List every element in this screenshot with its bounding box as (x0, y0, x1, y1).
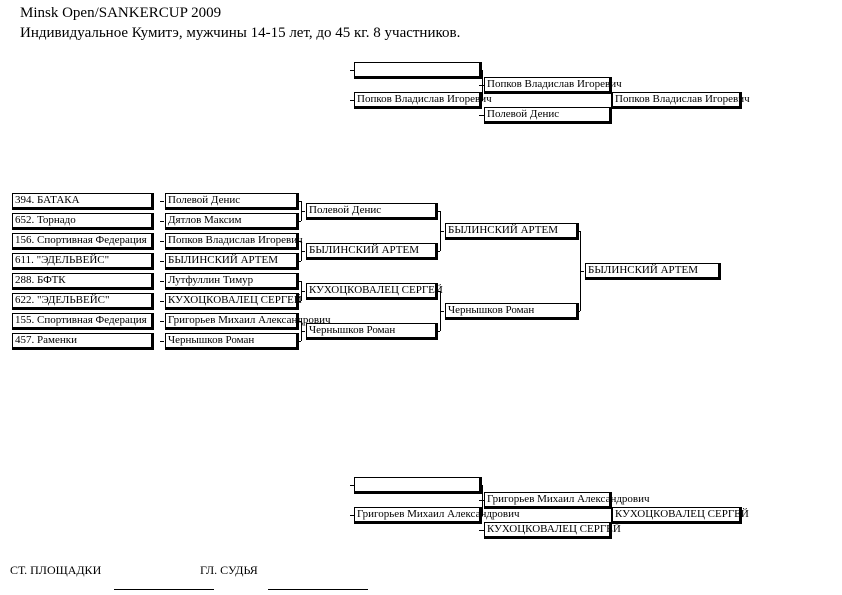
round1-competitor-6: КУХОЦКОВАЛЕЦ СЕРГЕЙ (165, 293, 302, 310)
quarterfinal-1: Полевой Денис (306, 203, 438, 220)
site-chief-label: СТ. ПЛОЩАДКИ (10, 563, 102, 577)
head-judge-signature-line (268, 589, 368, 590)
repechage-top-empty-slot (354, 62, 482, 79)
round1-competitor-2: Дятлов Максим (165, 213, 299, 230)
repechage-bottom-match-a: Григорьев Михаил Александрович (484, 492, 650, 509)
repechage-top-match-b: Полевой Денис (484, 107, 612, 124)
round1-competitor-4: БЫЛИНСКИЙ АРТЕМ (165, 253, 299, 270)
page-subtitle: Индивидуальное Кумитэ, мужчины 14-15 лет… (20, 25, 461, 41)
club-6: 622. "ЭДЕЛЬВЕЙС" (12, 293, 154, 310)
club-1: 394. БАТАКА (12, 193, 154, 210)
club-8: 457. Раменки (12, 333, 154, 350)
club-7: 155. Спортивная Федерация (12, 313, 154, 330)
semifinal-2: Чернышков Роман (445, 303, 579, 320)
repechage-bottom-empty-slot (354, 477, 482, 494)
round1-competitor-7: Григорьев Михаил Александрович (165, 313, 331, 330)
club-5: 288. БФТК (12, 273, 154, 290)
final-winner: БЫЛИНСКИЙ АРТЕМ (585, 263, 721, 280)
round1-competitor-3: Попков Владислав Игоревич (165, 233, 303, 250)
repechage-bottom-winner: КУХОЦКОВАЛЕЦ СЕРГЕЙ (612, 507, 749, 524)
round1-competitor-8: Чернышков Роман (165, 333, 299, 350)
repechage-bottom-entrant: Григорьев Михаил Александрович (354, 507, 520, 524)
round1-competitor-1: Полевой Денис (165, 193, 299, 210)
repechage-bottom-match-b: КУХОЦКОВАЛЕЦ СЕРГЕЙ (484, 522, 621, 539)
quarterfinal-2: БЫЛИНСКИЙ АРТЕМ (306, 243, 438, 260)
club-3: 156. Спортивная Федерация (12, 233, 154, 250)
quarterfinal-3: КУХОЦКОВАЛЕЦ СЕРГЕЙ (306, 283, 443, 300)
club-4: 611. "ЭДЕЛЬВЕЙС" (12, 253, 154, 270)
repechage-top-entrant: Попков Владислав Игоревич (354, 92, 492, 109)
repechage-top-match-a: Попков Владислав Игоревич (484, 77, 622, 94)
site-chief-signature-line (114, 589, 214, 590)
round1-competitor-5: Лутфуллин Тимур (165, 273, 299, 290)
club-2: 652. Торнадо (12, 213, 154, 230)
quarterfinal-4: Чернышков Роман (306, 323, 438, 340)
semifinal-1: БЫЛИНСКИЙ АРТЕМ (445, 223, 579, 240)
repechage-top-winner: Попков Владислав Игоревич (612, 92, 750, 109)
head-judge-label: ГЛ. СУДЬЯ (200, 563, 258, 577)
page-title: Minsk Open/SANKERCUP 2009 (20, 5, 222, 21)
